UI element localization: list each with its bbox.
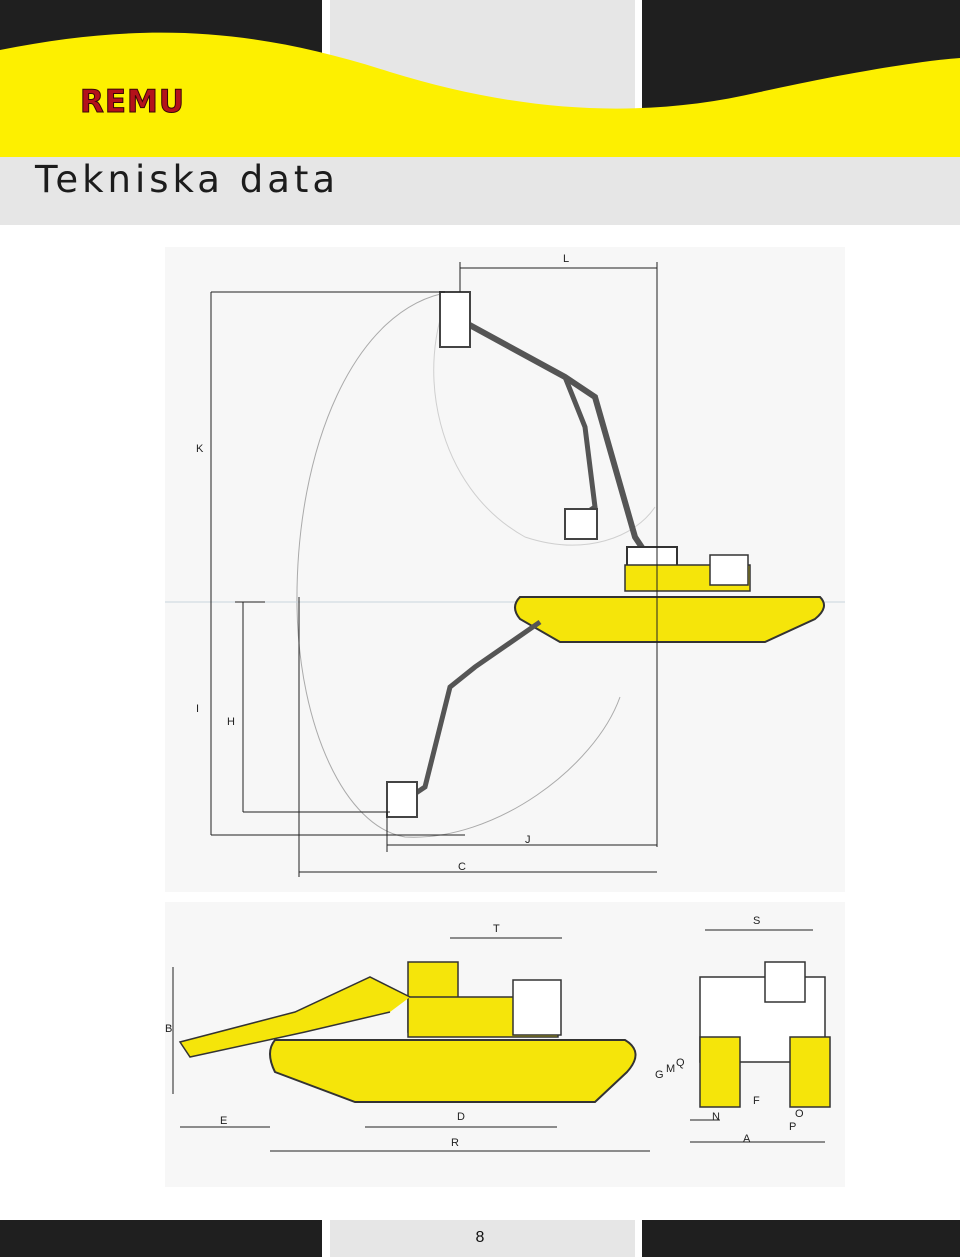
side-front-views: T S B G M Q F E D R N O P A xyxy=(165,902,845,1187)
dim-label-E: E xyxy=(220,1115,227,1127)
dim-label-F: F xyxy=(753,1095,760,1107)
page-title: Tekniska data xyxy=(35,158,340,201)
dim-label-L: L xyxy=(563,253,569,265)
dim-label-O: O xyxy=(795,1108,804,1120)
page-number: 8 xyxy=(475,1229,485,1246)
title-band xyxy=(0,157,960,225)
reach-diagram: L K I H J C xyxy=(165,247,845,892)
dim-label-Q: Q xyxy=(676,1057,685,1069)
dim-label-P: P xyxy=(789,1121,796,1133)
page-footer xyxy=(0,1220,960,1257)
dim-label-H: H xyxy=(227,716,235,728)
dim-label-K: K xyxy=(196,443,204,455)
dim-label-T: T xyxy=(493,923,500,935)
dim-label-R: R xyxy=(451,1137,459,1149)
page-header xyxy=(0,0,960,160)
remu-logo: REMU xyxy=(79,84,186,121)
dim-label-D: D xyxy=(457,1111,465,1123)
dim-label-S: S xyxy=(753,915,760,927)
dim-label-I: I xyxy=(196,703,199,715)
dim-label-B: B xyxy=(165,1023,172,1035)
dim-label-N: N xyxy=(712,1111,720,1123)
dim-label-A: A xyxy=(743,1133,751,1145)
dim-label-J: J xyxy=(525,834,531,846)
dim-label-G: G xyxy=(655,1069,664,1081)
dim-label-M: M xyxy=(666,1063,675,1075)
dim-label-C: C xyxy=(458,861,466,873)
